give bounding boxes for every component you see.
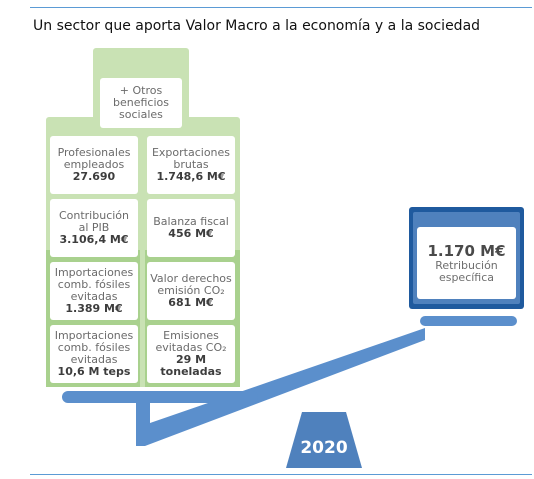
year-label: 2020 [300,438,348,458]
scale-right-plate [420,316,517,326]
avoided-imports-teps-value: 10,6 M teps [57,365,131,378]
specific-remuneration-label: Retribución específica [435,259,498,284]
avoided-emissions-label: Emisiones evitadas CO₂ [155,329,227,354]
fiscal-balance-value: 456 M€ [168,227,214,240]
bottom-divider [30,474,532,475]
specific-remuneration-box: 1.170 M€ Retribución específica [417,227,516,299]
other-benefits-label: + Otros beneficios sociales [113,84,169,121]
avoided-imports-teps-box: Importaciones comb. fósiles evitadas 10,… [50,325,138,383]
gdp-contribution-label: Contribución al PIB [58,209,130,234]
avoided-emissions-box: Emisiones evitadas CO₂ 29 M toneladas [147,325,235,383]
gdp-contribution-value: 3.106,4 M€ [59,233,129,246]
avoided-imports-eur-value: 1.389 M€ [65,302,123,315]
gross-exports-value: 1.748,6 M€ [156,170,226,183]
employees-box: Profesionales empleados 27.690 [50,136,138,194]
gross-exports-box: Exportaciones brutas 1.748,6 M€ [147,136,235,194]
scale-left-plate [62,391,258,403]
specific-remuneration-value: 1.170 M€ [427,242,506,260]
scale-fulcrum [286,412,362,468]
fiscal-balance-box: Balanza fiscal 456 M€ [147,199,235,257]
avoided-imports-teps-label: Importaciones comb. fósiles evitadas [54,329,134,366]
page-title: Un sector que aporta Valor Macro a la ec… [33,18,481,34]
employees-value: 27.690 [72,170,116,183]
avoided-imports-eur-box: Importaciones comb. fósiles evitadas 1.3… [50,262,138,320]
emission-rights-box: Valor derechos emisión CO₂ 681 M€ [147,262,235,320]
emission-rights-value: 681 M€ [168,296,214,309]
gdp-contribution-box: Contribución al PIB 3.106,4 M€ [50,199,138,257]
avoided-imports-eur-label: Importaciones comb. fósiles evitadas [54,266,134,303]
top-divider [30,7,532,8]
other-benefits-box: + Otros beneficios sociales [100,78,182,128]
fiscal-balance-label: Balanza fiscal [153,215,229,228]
employees-label: Profesionales empleados [57,146,131,171]
emission-rights-label: Valor derechos emisión CO₂ [150,272,232,297]
green-stack-divider [140,132,145,387]
scale-beam [136,328,425,446]
avoided-emissions-value: 29 M toneladas [160,353,222,378]
gross-exports-label: Exportaciones brutas [151,146,231,171]
